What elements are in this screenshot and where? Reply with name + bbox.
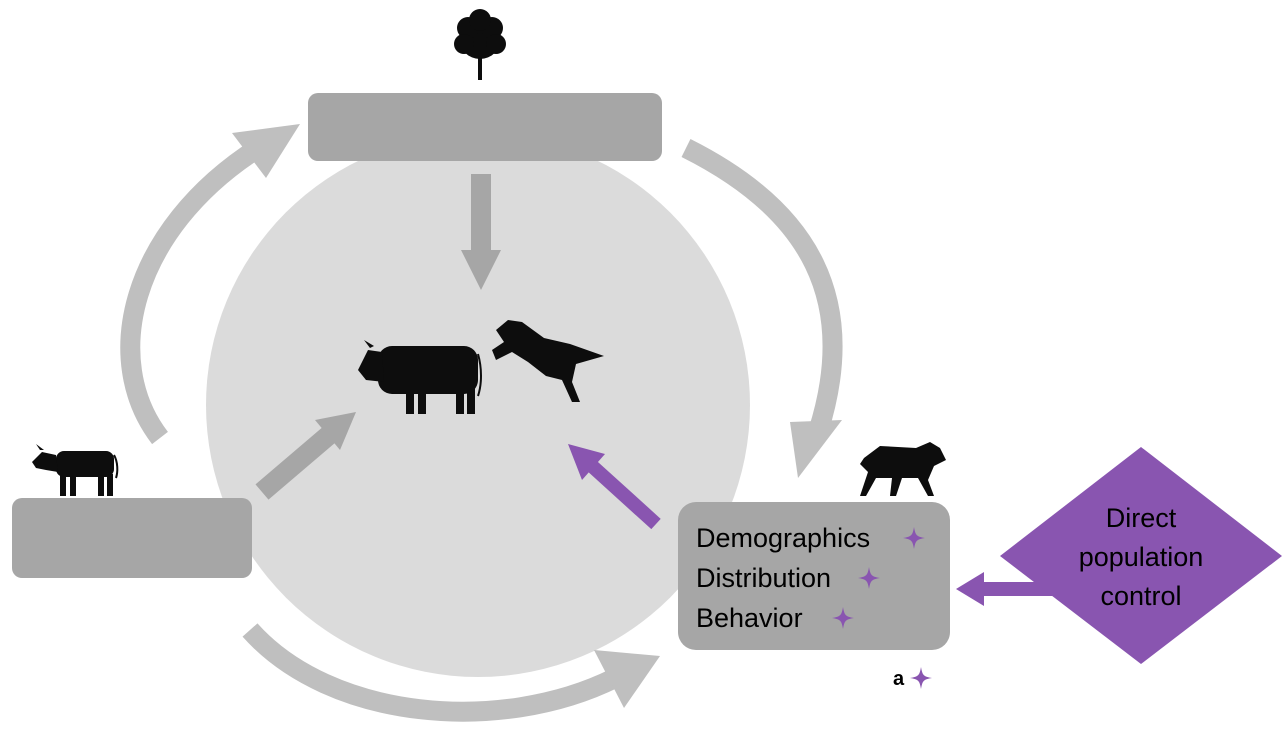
arrow-habitat-down (461, 174, 501, 290)
diamond-line-2: population (1079, 542, 1204, 572)
livestock-box (12, 498, 252, 578)
diamond-line-3: control (1100, 581, 1181, 611)
wolf-icon (492, 320, 604, 402)
arrow-carnivore-to-interaction (568, 444, 661, 530)
diamond-line-1: Direct (1106, 503, 1177, 533)
cow-icon (358, 340, 482, 414)
arrow-head (461, 250, 501, 290)
arrow-head (568, 444, 605, 480)
cow-icon (32, 444, 119, 496)
arrow-shaft (587, 460, 661, 530)
arrowhead-habitat (232, 124, 300, 178)
habitat-box (308, 93, 662, 161)
arrow-head (956, 572, 984, 606)
wolf-icon (860, 442, 946, 496)
arrowhead-bottom (594, 650, 660, 708)
carnivore-item-demographics: Demographics (696, 523, 870, 553)
cycle-arrows (120, 139, 843, 722)
interaction-zone-circle (206, 133, 750, 677)
arrow-livestock-to-habitat (120, 139, 264, 445)
carnivore-item-behavior: Behavior (696, 603, 803, 633)
cycle-arrowheads (232, 124, 842, 708)
arrow-head (315, 412, 356, 450)
tree-icon (454, 9, 506, 80)
arrowhead-carnivore (790, 420, 842, 478)
arrow-habitat-to-carnivore (681, 139, 843, 436)
arrow-livestock-to-carnivore (242, 623, 620, 722)
arrow-shaft (471, 174, 491, 250)
carnivore-box (678, 502, 950, 650)
carnivore-item-distribution: Distribution (696, 563, 831, 593)
sparkle-icon (910, 667, 932, 689)
footnote-label: a (893, 668, 905, 690)
direct-population-control-diamond (1000, 447, 1282, 664)
arrow-livestock-diagonal (255, 412, 356, 500)
arrow-shaft (255, 426, 337, 500)
